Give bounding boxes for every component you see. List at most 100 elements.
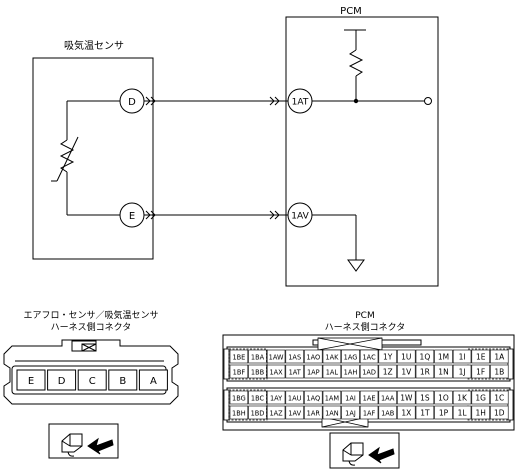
pcm-pin-cell [359, 349, 379, 364]
pcm-pin-cell [322, 390, 342, 405]
pcm-pin-label: 1Z [383, 368, 393, 377]
pcm-pin-label: 1BG [232, 395, 246, 403]
pcm-pin-cell [359, 405, 379, 420]
pcm-pin-cell [490, 349, 509, 364]
sensor-pin-label: B [119, 376, 126, 387]
pcm-pin-cell [248, 349, 267, 364]
sensor-title: 吸気温センサ [64, 39, 124, 52]
pcm-pin-cell [322, 349, 342, 364]
pcm-pin-cell [341, 349, 360, 364]
pcm-pin-label: 1E [476, 353, 486, 362]
pcm-pin-cell [434, 349, 453, 364]
pcm-pin-label: 1C [494, 394, 504, 403]
pcm-pin-cell [490, 364, 509, 379]
sensor-pin-cell [16, 369, 46, 391]
pcm-pin-label: 1BC [251, 395, 265, 403]
pcm-title: PCM [340, 6, 362, 17]
pcm-pin-label: 1AN [325, 410, 339, 418]
pcm-pin-label: 1AT [289, 369, 302, 377]
pcm-pin-cell [266, 405, 286, 420]
pcm-pin-label: 1W [400, 394, 413, 403]
pcm-pin-cell [322, 364, 342, 379]
pcm-pin-cell [322, 405, 342, 420]
pcm-pin-cell [304, 405, 323, 420]
pcm-pin-label: 1U [401, 353, 411, 362]
pcm-pin-label: 1AH [344, 369, 358, 377]
pcm-pin-cell [229, 349, 249, 364]
pcm-pin-label: 1M [438, 353, 449, 362]
pcm-pin-cell [490, 405, 509, 420]
pcm-pin-label: 1R [420, 368, 430, 377]
pcm-pin-label: 1A [494, 353, 505, 362]
pcm-pin-label: 1BD [251, 410, 265, 418]
pcm-pin-cell [452, 364, 472, 379]
pcm-terminal-1av-label: 1AV [291, 212, 309, 222]
pcm-pin-cell [415, 364, 435, 379]
pcm-pin-label: 1AQ [306, 395, 320, 403]
pcm-pin-label: 1AM [325, 395, 340, 403]
pcm-pin-label: 1AP [307, 369, 320, 377]
pcm-pin-label: 1O [438, 394, 449, 403]
pcm-pin-label: 1AV [288, 410, 301, 418]
sensor-pin-cell [108, 369, 138, 391]
pcm-pin-cell [471, 364, 490, 379]
pcm-pin-cell [415, 405, 435, 420]
pcm-pin-cell [248, 364, 267, 379]
pcm-pin-cell [415, 390, 435, 405]
pcm-pin-cell [471, 405, 490, 420]
pcm-pin-label: 1AW [269, 354, 284, 362]
pcm-pin-cell [397, 349, 416, 364]
pcm-pin-label: 1AB [381, 410, 395, 418]
pcm-pin-cell [490, 390, 509, 405]
pcm-pin-cell [304, 364, 323, 379]
pcm-pin-label: 1AO [306, 354, 320, 362]
pcm-pin-cell [285, 349, 304, 364]
pcm-pin-cell [471, 349, 490, 364]
pcm-pullup-resistor [344, 29, 366, 101]
sensor-pin-label: A [150, 376, 157, 387]
pcm-box [285, 16, 439, 287]
pcm-pin-label: 1AS [288, 354, 301, 362]
sensor-box [32, 57, 154, 260]
pcm-pin-label: 1AI [345, 395, 356, 403]
pcm-pin-label: 1AL [326, 369, 339, 377]
pcm-pin-cell [285, 390, 304, 405]
pcm-pin-label: 1P [439, 409, 449, 418]
sensor-pin-cell [47, 369, 77, 391]
pcm-pin-cell [452, 390, 472, 405]
pcm-pin-label: 1AF [363, 410, 376, 418]
pcm-pin-label: 1Q [420, 353, 431, 362]
pcm-pin-label: 1AU [288, 395, 302, 403]
pcm-pin-label: 1BB [251, 369, 265, 377]
sensor-pin-cell [77, 369, 107, 391]
pcm-pin-cell [359, 364, 379, 379]
pcm-pin-cell [248, 390, 267, 405]
pcm-pin-cell [397, 364, 416, 379]
pcm-connector-keys [228, 348, 509, 421]
pcm-pin-cell [341, 364, 360, 379]
pcm-pin-cell [378, 405, 397, 420]
sensor-pin-label: C [89, 376, 96, 387]
sensor-pin-label: D [58, 376, 66, 387]
pcm-pin-label: 1AR [307, 410, 321, 418]
pcm-connector-title-2: ハーネス側コネクタ [325, 321, 406, 333]
pcm-pin-label: 1BH [232, 410, 246, 418]
pcm-pin-label: 1N [438, 368, 448, 377]
pcm-pin-label: 1L [458, 409, 468, 418]
pcm-pin-cell [304, 349, 323, 364]
sensor-terminal-e-label: E [129, 211, 135, 222]
pcm-pin-cell [378, 364, 397, 379]
pcm-connector-title-1: PCM [355, 311, 374, 321]
pcm-pin-cell [359, 390, 379, 405]
pcm-pin-label: 1AE [363, 395, 376, 403]
pcm-pin-cell [266, 390, 286, 405]
pcm-pin-label: 1BF [233, 369, 246, 377]
pcm-pin-cell [434, 405, 453, 420]
pcm-pin-label: 1Y [383, 353, 393, 362]
thermistor-symbol [51, 100, 120, 216]
pcm-connector-latch [317, 337, 383, 428]
wire-e-1av [144, 210, 288, 220]
pcm-terminal-output [424, 97, 432, 105]
pcm-terminal-1at-label: 1AT [292, 98, 309, 108]
